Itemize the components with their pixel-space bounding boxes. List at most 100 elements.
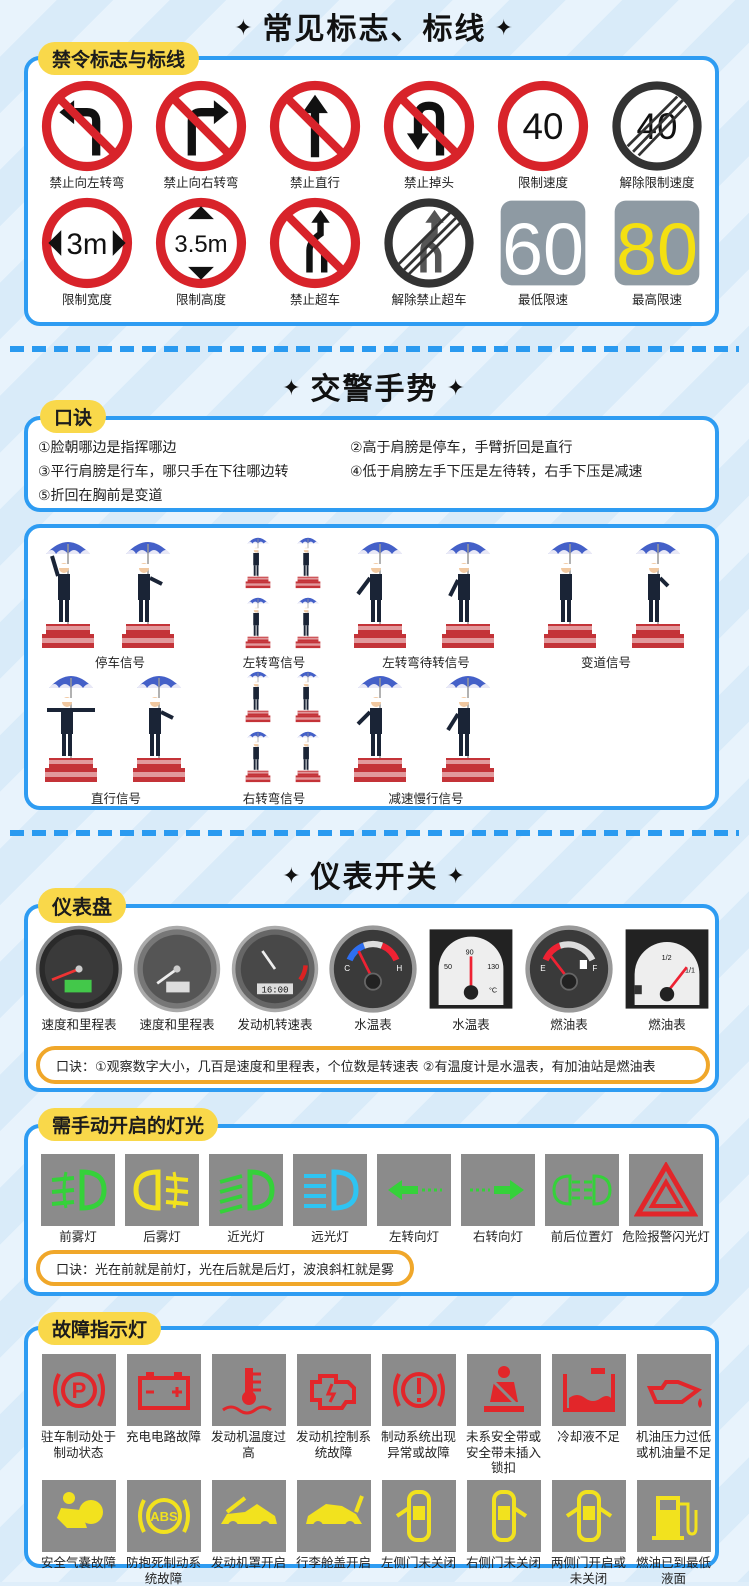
fault-cell: 机油压力过低或机油量不足 — [631, 1354, 716, 1476]
fault-cell: 右侧门未关闭 — [461, 1479, 546, 1586]
fault-cell: 未系安全带或安全带未插入锁扣 — [461, 1354, 546, 1476]
water-temp-gauge-icon: C H — [329, 925, 417, 1013]
gesture-label: 停车信号 — [94, 655, 145, 670]
oil-pressure-icon — [646, 1380, 702, 1408]
end-no-overtaking-icon — [384, 198, 474, 288]
high-beam-icon — [304, 1169, 359, 1211]
battery-icon — [137, 1372, 190, 1410]
fault-label: 机油压力过低或机油量不足 — [635, 1429, 711, 1460]
gauge-cell: 16:00 发动机转速表 — [226, 924, 324, 1033]
koujue-panel — [24, 416, 719, 512]
gauge-tick: 50 — [444, 962, 452, 971]
engine-temp-icon — [221, 1368, 272, 1415]
traffic-officer-icon — [295, 731, 321, 783]
gesture-label: 变道信号 — [580, 655, 631, 670]
no-straight-icon — [269, 80, 361, 172]
gauge-cell: E F 燃油表 — [520, 924, 618, 1033]
no-u-turn-icon — [383, 80, 475, 172]
gesture-lane-change — [540, 534, 688, 652]
traffic-officer-icon — [245, 731, 271, 783]
light-label: 前后位置灯 — [550, 1229, 614, 1244]
gesture-label: 左转弯信号 — [242, 655, 306, 670]
gesture-left-wait — [350, 534, 498, 652]
svg-text:ABS: ABS — [150, 1509, 178, 1524]
fault-label: 两侧门开启或未关闭 — [550, 1554, 626, 1586]
traffic-officer-icon — [245, 671, 271, 723]
gauge-label: 燃油表 — [648, 1017, 686, 1032]
sign-label: 解除禁止超车 — [391, 291, 467, 307]
sign-label: 最高限速 — [631, 291, 682, 307]
light-cell: 右转向灯 — [456, 1154, 540, 1245]
left-door-open-icon — [395, 1489, 431, 1542]
fault-cell: ABS 防抱死制动系统故障 — [121, 1479, 206, 1586]
tach-time: 16:00 — [261, 985, 288, 995]
light-cell: 近光灯 — [204, 1154, 288, 1245]
marking-number: 60 — [502, 207, 584, 289]
gesture-label: 右转弯信号 — [242, 791, 306, 806]
gauge-label: 速度和里程表 — [41, 1017, 117, 1032]
traffic-officer-icon — [42, 541, 94, 649]
fault-cell: 发动机罩开启 — [206, 1479, 291, 1586]
traffic-officer-icon — [295, 671, 321, 723]
fault-cell: 两侧门开启或未关闭 — [546, 1479, 631, 1586]
speedometer-icon — [35, 925, 123, 1013]
gauge-cell: 1/2 1/1 燃油表 — [618, 924, 716, 1033]
seatbelt-icon — [483, 1366, 524, 1412]
faults-grid: P 驻车制动处于制动状态 充电电路故障 发动机温度过高 发动机控制系统故障 — [36, 1354, 716, 1586]
sign-label: 限制速度 — [517, 175, 568, 190]
fuel-gauge-icon: 1/2 1/1 — [625, 929, 709, 1009]
traffic-officer-icon — [543, 541, 597, 649]
sign-label: 禁止超车 — [289, 291, 340, 307]
airbag-icon — [56, 1491, 103, 1528]
gauge-label: 水温表 — [354, 1017, 392, 1032]
gesture-label: 左转弯待转信号 — [382, 655, 470, 670]
gesture-left-turn — [238, 534, 328, 650]
sign-label: 禁止直行 — [289, 175, 340, 190]
sign-label: 解除限制速度 — [619, 175, 695, 190]
end-speed-limit-icon: 40 — [612, 81, 702, 171]
light-label: 左转向灯 — [388, 1229, 439, 1244]
sign-cell: 40 解除限制速度 — [600, 80, 714, 191]
fault-label: 冷却液不足 — [557, 1429, 620, 1444]
section-divider — [10, 830, 739, 836]
speed-limit-icon: 40 — [497, 80, 589, 172]
sign-cell: 解除禁止超车 — [372, 197, 486, 308]
svg-text:P: P — [71, 1378, 86, 1403]
traffic-officer-icon — [631, 541, 685, 649]
gauge-label: 速度和里程表 — [139, 1017, 215, 1032]
sign-number: 3.5m — [174, 231, 227, 258]
traffic-officer-icon — [132, 675, 186, 783]
signs-tag: 禁令标志与标线 — [38, 42, 200, 75]
left-turn-signal-icon — [388, 1180, 442, 1200]
sign-cell: 60 最低限速 — [486, 197, 600, 308]
sign-cell: 禁止直行 — [258, 80, 372, 191]
fault-cell: 行李舱盖开启 — [291, 1479, 376, 1586]
fault-label: 左侧门未关闭 — [380, 1554, 456, 1570]
gauge-tick: 130 — [487, 962, 499, 971]
sparkle-icon: ✦ — [282, 864, 303, 889]
fuel-gauge-icon: E F — [525, 925, 613, 1013]
sign-cell: 40 限制速度 — [486, 80, 600, 191]
light-label: 后雾灯 — [143, 1229, 181, 1244]
fault-cell: 充电电路故障 — [121, 1354, 206, 1476]
dash-tag: 仪表盘 — [38, 888, 126, 923]
traffic-officer-icon — [353, 541, 407, 649]
sparkle-icon: ✦ — [282, 376, 303, 401]
coolant-icon — [562, 1368, 615, 1412]
gesture-straight — [38, 668, 192, 786]
gauge-tick: 90 — [466, 948, 474, 957]
sign-label: 限制宽度 — [61, 291, 112, 307]
fault-cell: 安全气囊故障 — [36, 1479, 121, 1586]
gesture-label: 直行信号 — [90, 791, 141, 806]
koujue-line-1: ①脸朝哪边是指挥哪边 — [38, 440, 177, 456]
min-speed-marking-icon: 60 — [500, 200, 586, 289]
sparkle-icon: ✦ — [446, 376, 467, 401]
engine-check-icon — [309, 1374, 356, 1410]
section-title-gestures: ✦交警手势✦ — [282, 372, 467, 407]
right-door-open-icon — [491, 1489, 527, 1542]
fault-cell: 发动机温度过高 — [206, 1354, 291, 1476]
dash-tip: 口诀：①观察数字大小，几百是速度和里程表，个位数是转速表 ②有温度计是水温表，有… — [36, 1046, 710, 1084]
light-label: 危险报警闪光灯 — [622, 1229, 710, 1244]
low-fuel-icon — [651, 1495, 697, 1540]
fault-cell: 冷却液不足 — [546, 1354, 631, 1476]
